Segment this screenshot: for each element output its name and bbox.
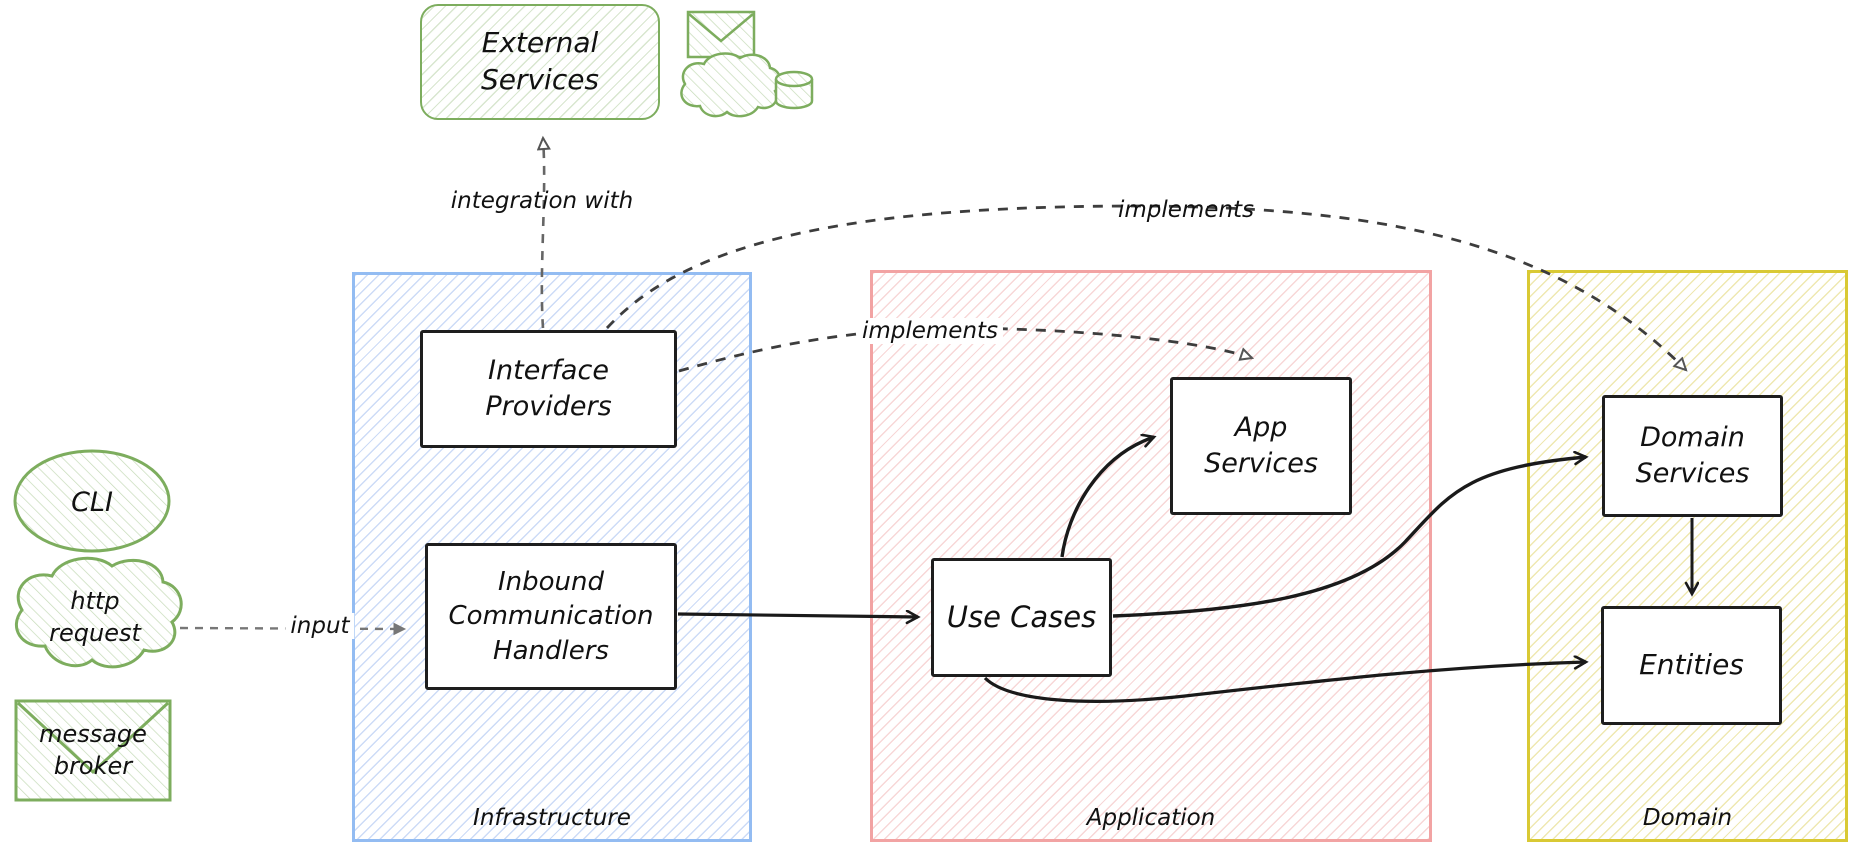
http-request-label: http request	[49, 587, 141, 648]
cloud-icon	[680, 52, 782, 118]
integration-with-edge-label: integration with	[450, 188, 634, 214]
app-services-node: App Services	[1170, 377, 1352, 515]
application-region: Application	[870, 270, 1432, 842]
interface-providers-node: Interface Providers	[420, 330, 677, 448]
entities-label: Entities	[1639, 648, 1744, 682]
database-icon	[774, 70, 814, 110]
edge-inbound-to-use-cases	[677, 614, 918, 617]
app-services-label: App Services	[1204, 412, 1318, 479]
domain-services-label: Domain Services	[1635, 422, 1750, 489]
implements-domain-services-edge-label: implements	[1117, 197, 1255, 223]
use-cases-label: Use Cases	[946, 600, 1097, 635]
edge-use-cases-to-app-services	[1060, 437, 1154, 558]
input-edge-label: input	[285, 613, 355, 639]
domain-services-node: Domain Services	[1602, 395, 1783, 517]
cli-ellipse	[13, 449, 171, 553]
edge-integration-with	[542, 138, 544, 329]
domain-region-label: Domain	[1642, 805, 1733, 831]
infrastructure-region-label: Infrastructure	[473, 805, 631, 831]
interface-providers-label: Interface Providers	[485, 355, 612, 422]
cli-label: CLI	[71, 487, 113, 518]
http-request-cloud	[15, 556, 183, 669]
edge-use-cases-to-entities	[983, 662, 1586, 703]
inbound-communication-handlers-label: Inbound Communication Handlers	[448, 567, 654, 666]
inbound-communication-handlers-node: Inbound Communication Handlers	[425, 543, 677, 690]
entities-node: Entities	[1601, 606, 1782, 725]
use-cases-node: Use Cases	[931, 558, 1112, 677]
external-services-node: External Services	[420, 4, 660, 120]
implements-app-services-edge-label: implements	[856, 318, 1004, 344]
edge-use-cases-to-domain-services	[1112, 457, 1586, 618]
message-broker-envelope	[14, 699, 172, 802]
edge-implements-domain-services	[605, 204, 1686, 370]
envelope-icon	[686, 10, 756, 59]
external-services-label: External Services	[480, 26, 600, 96]
application-region-label: Application	[1086, 805, 1216, 831]
message-broker-label: message broker	[39, 720, 147, 781]
